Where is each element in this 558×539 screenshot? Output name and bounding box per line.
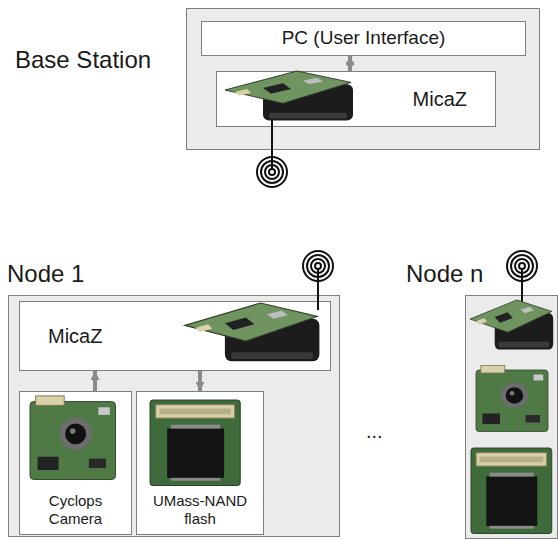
box-label: MicaZ bbox=[48, 324, 102, 348]
group-heading: Node 1 bbox=[7, 260, 84, 289]
group-heading: Node n bbox=[406, 260, 483, 289]
device-box: MicaZ bbox=[19, 301, 331, 371]
ellipsis-label: ... bbox=[366, 420, 383, 443]
box-label: PC (User Interface) bbox=[282, 27, 446, 50]
device-box: Cyclops Camera bbox=[19, 391, 132, 535]
group-heading: Base Station bbox=[15, 46, 151, 75]
box-label: MicaZ bbox=[413, 87, 467, 111]
station-box: Base StationPC (User Interface)MicaZ bbox=[186, 8, 540, 150]
device-box: UMass-NAND flash bbox=[136, 391, 264, 535]
node-box: Node 1MicaZCyclops CameraUMass-NAND flas… bbox=[8, 295, 340, 537]
node-box: Node n bbox=[465, 295, 558, 539]
device-box: MicaZ bbox=[216, 71, 496, 127]
box-label: Cyclops Camera bbox=[24, 492, 127, 528]
process-box: PC (User Interface) bbox=[201, 21, 526, 56]
box-label: UMass-NAND flash bbox=[141, 492, 259, 528]
